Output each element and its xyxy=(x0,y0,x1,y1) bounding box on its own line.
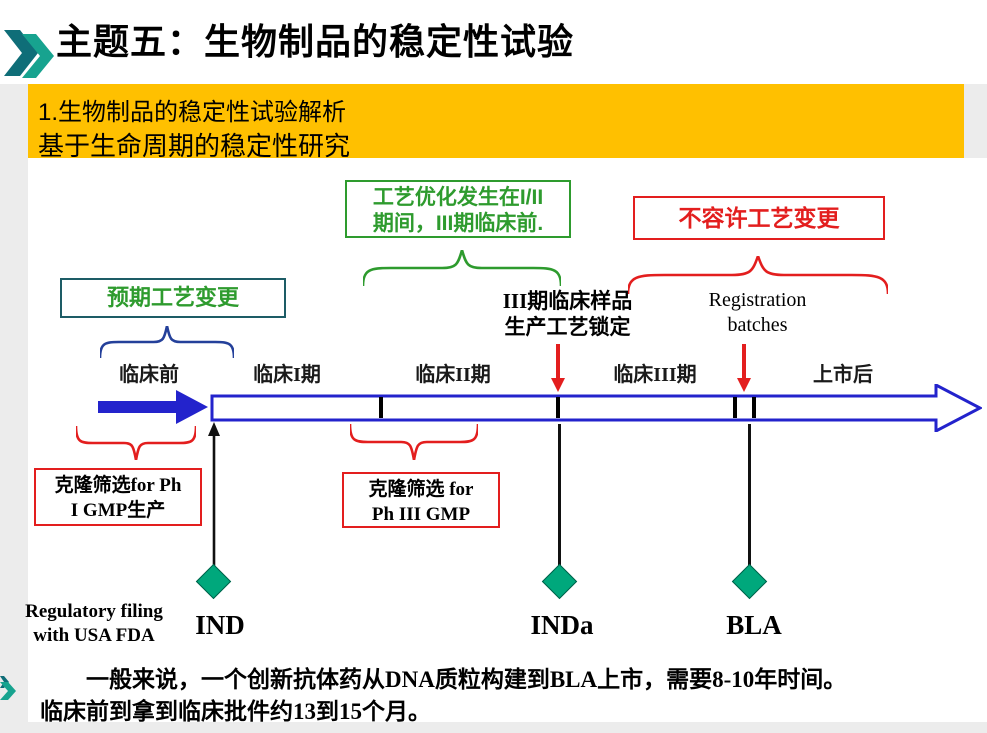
clone-ph1-line-1: 克隆筛选for Ph xyxy=(54,475,182,496)
inda-connector-line xyxy=(558,424,561,570)
diagram-panel xyxy=(28,158,987,722)
registration-line-1: Registration xyxy=(708,289,807,311)
timeline-tick-phase1-2 xyxy=(379,397,383,418)
regulatory-filing-label: Regulatory filing with USA FDA xyxy=(4,600,184,648)
regulatory-filing-line-1: Regulatory filing xyxy=(25,601,163,622)
inda-label: INDa xyxy=(530,610,594,640)
ind-label: IND xyxy=(195,610,245,640)
process-optimization-box: 工艺优化发生在I/II 期间，III期临床前. xyxy=(345,180,571,238)
ind-connector-arrow xyxy=(208,422,220,575)
clone-ph3-line-2: Ph III GMP xyxy=(371,504,471,525)
topic-banner: 1.生物制品的稳定性试验解析 基于生命周期的稳定性研究 xyxy=(28,84,964,158)
process-optimization-line-1: 工艺优化发生在I/II xyxy=(372,186,544,209)
clone-screening-ph3-box: 克隆筛选 for Ph III GMP xyxy=(342,472,500,528)
red-down-arrow-inda xyxy=(550,344,566,397)
red-underbrace-clone1 xyxy=(76,426,196,460)
no-process-change-box: 不容许工艺变更 xyxy=(633,196,885,240)
double-chevron-icon xyxy=(4,26,56,80)
timeline-arrow xyxy=(210,382,984,437)
process-optimization-line-2: 期间，III期临床前. xyxy=(372,212,544,235)
timeline-tick-registration-2 xyxy=(752,397,756,418)
registration-batches-label: Registration batches xyxy=(670,288,845,338)
expected-change-box: 预期工艺变更 xyxy=(60,278,286,318)
phase-label-postmarket: 上市后 xyxy=(813,364,873,386)
page-title: 主题五：生物制品的稳定性试验 xyxy=(56,21,575,62)
bla-connector-line xyxy=(748,424,751,570)
registration-line-2: batches xyxy=(727,314,788,336)
phase-label-preclinical: 临床前 xyxy=(119,364,179,386)
banner-line-1: 1.生物制品的稳定性试验解析 xyxy=(38,99,347,126)
phase-label-phase3: 临床III期 xyxy=(613,364,697,386)
timeline-tick-registration-1 xyxy=(733,397,737,418)
corner-chevron-icon xyxy=(0,676,18,707)
blue-overbrace xyxy=(100,326,234,358)
red-underbrace-clone2 xyxy=(350,424,478,460)
process-locked-label: III期临床样品 生产工艺锁定 xyxy=(480,288,655,340)
red-overbrace xyxy=(628,256,888,294)
green-overbrace xyxy=(363,250,561,286)
process-locked-line-1: III期临床样品 xyxy=(502,289,633,313)
banner-line-2: 基于生命周期的稳定性研究 xyxy=(38,131,351,158)
clone-ph1-line-2: I GMP生产 xyxy=(70,500,166,521)
clone-ph3-line-1: 克隆筛选 for xyxy=(368,479,474,500)
slide-header: 主题五：生物制品的稳定性试验 xyxy=(0,0,987,84)
phase-label-phase2: 临床II期 xyxy=(415,364,491,386)
process-locked-line-2: 生产工艺锁定 xyxy=(504,315,631,339)
bla-label: BLA xyxy=(726,610,782,640)
summary-line-1: 一般来说，一个创新抗体药从DNA质粒构建到BLA上市，需要8-10年时间。 xyxy=(86,667,847,692)
phase-label-phase1: 临床I期 xyxy=(253,364,321,386)
regulatory-filing-line-2: with USA FDA xyxy=(33,625,155,646)
clone-screening-ph1-box: 克隆筛选for Ph I GMP生产 xyxy=(34,468,202,526)
preclinical-arrow xyxy=(98,390,208,429)
red-down-arrow-bla xyxy=(736,344,752,397)
summary-line-2: 临床前到拿到临床批件约13到15个月。 xyxy=(40,699,431,724)
timeline-tick-inda xyxy=(556,397,560,418)
